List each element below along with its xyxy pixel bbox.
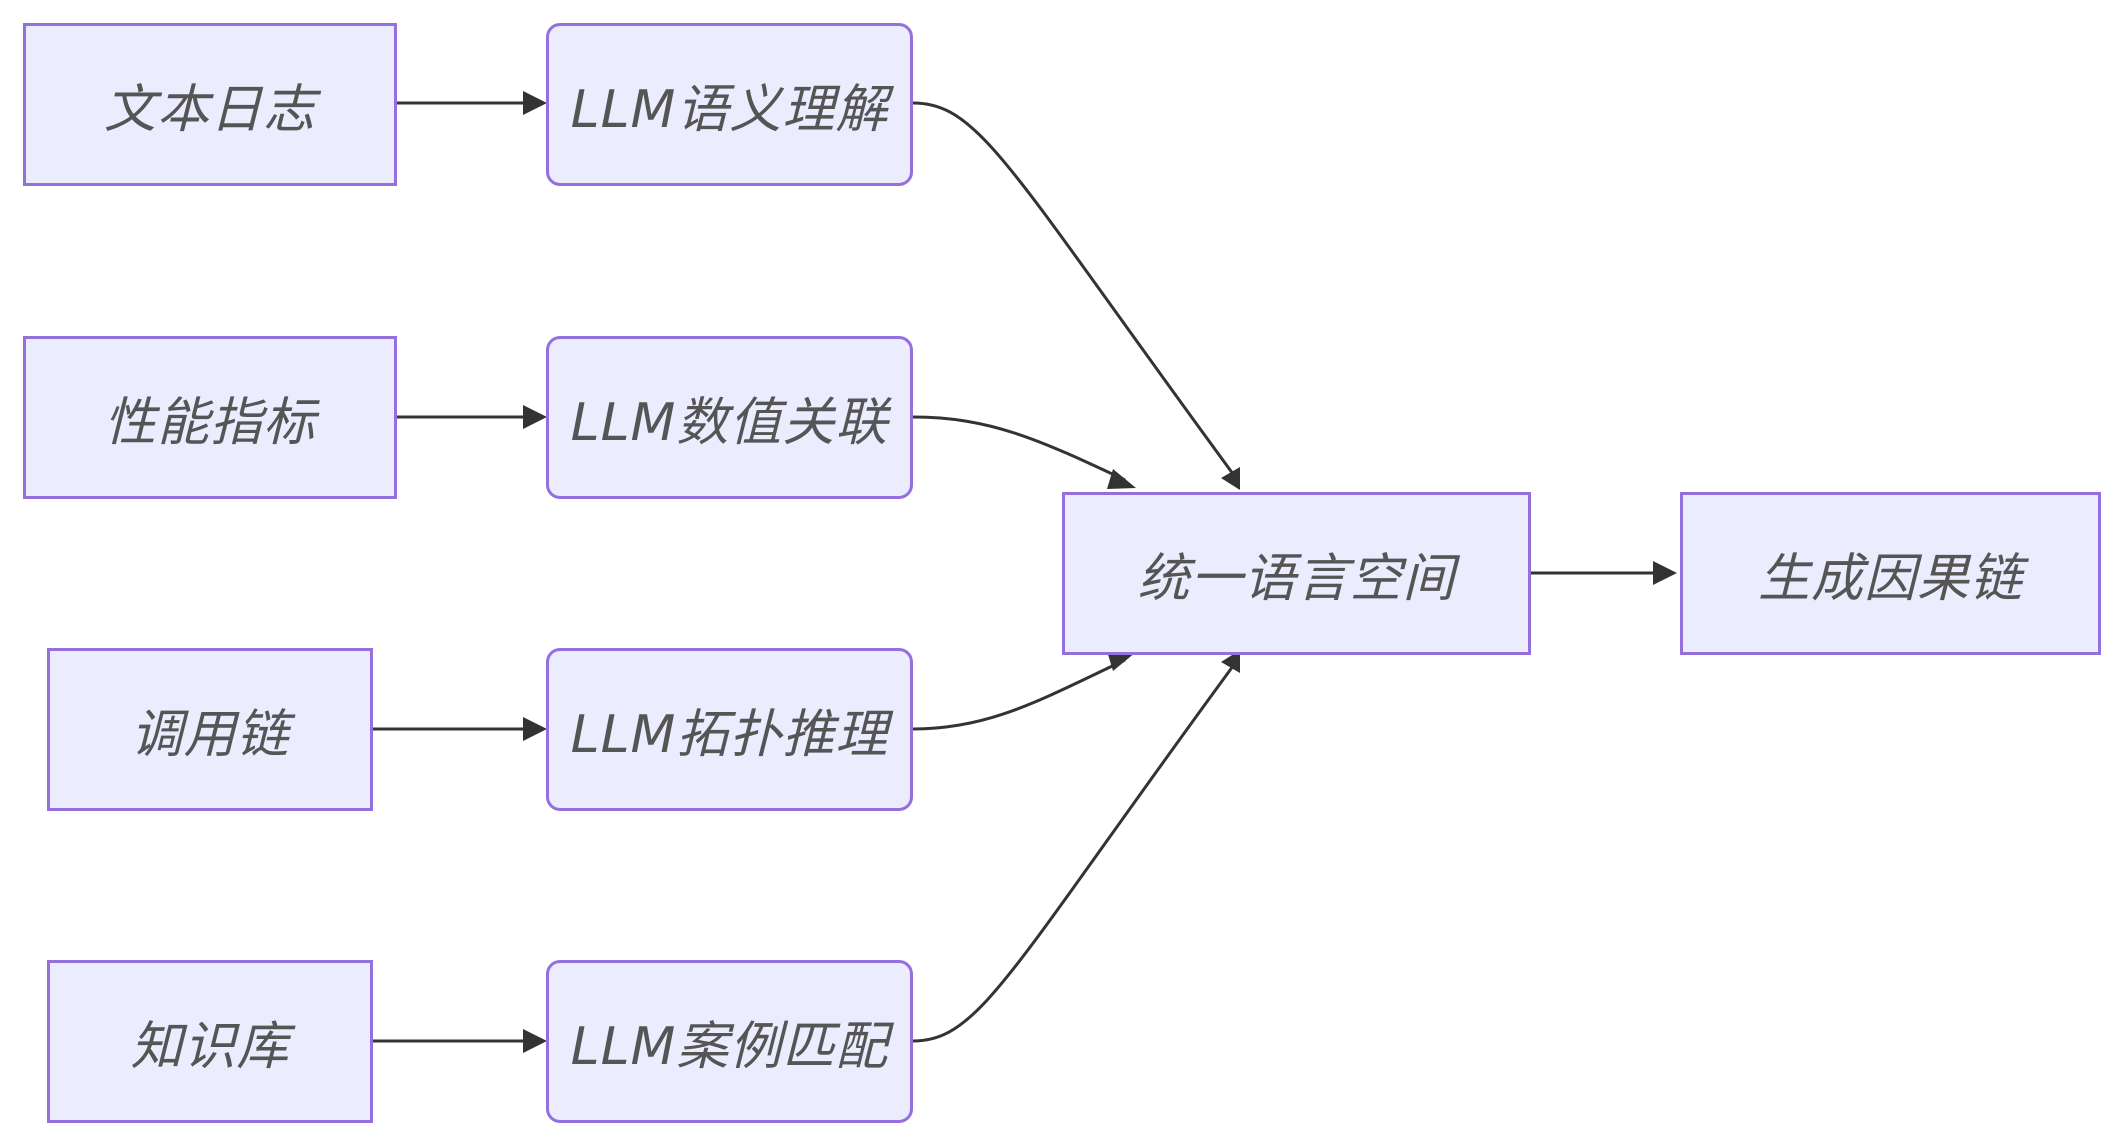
edge-llm-case-to-unified	[912, 661, 1238, 1043]
arrowhead-llm-numeric	[523, 405, 547, 429]
node-call-chain-label: 调用链	[130, 705, 290, 765]
arrowhead-causal-chain	[1653, 561, 1677, 585]
edge-llm-numeric-to-unified	[912, 415, 1126, 482]
arrowhead-unified-from-topology	[1107, 651, 1136, 671]
arrowhead-llm-case	[523, 1029, 547, 1053]
node-knowledge-base-label: 知识库	[130, 1017, 290, 1077]
node-llm-case: LLM案例匹配	[546, 960, 913, 1123]
arrowhead-unified-from-semantic	[1221, 467, 1240, 490]
node-perf-metrics-label: 性能指标	[103, 393, 316, 453]
node-llm-numeric-label: LLM数值关联	[570, 393, 889, 453]
arrowhead-llm-topology	[523, 717, 547, 741]
node-llm-numeric: LLM数值关联	[546, 336, 913, 499]
node-text-logs-label: 文本日志	[103, 80, 316, 140]
node-knowledge-base: 知识库	[47, 960, 373, 1123]
node-call-chain: 调用链	[47, 648, 373, 811]
node-llm-topology: LLM拓扑推理	[546, 648, 913, 811]
node-llm-semantic: LLM语义理解	[546, 23, 913, 186]
node-causal-chain-label: 生成因果链	[1757, 549, 2023, 609]
node-perf-metrics: 性能指标	[23, 336, 397, 499]
node-llm-semantic-label: LLM语义理解	[570, 80, 889, 140]
node-unified-space: 统一语言空间	[1062, 492, 1531, 655]
arrowhead-unified-from-numeric	[1107, 469, 1136, 489]
arrowhead-unified-from-case	[1221, 650, 1240, 673]
node-llm-case-label: LLM案例匹配	[570, 1017, 889, 1077]
edge-llm-topology-to-unified	[912, 658, 1126, 731]
edge-llm-semantic-to-unified	[912, 101, 1238, 479]
arrowhead-llm-semantic	[523, 91, 547, 115]
node-llm-topology-label: LLM拓扑推理	[570, 705, 889, 765]
node-causal-chain: 生成因果链	[1680, 492, 2101, 655]
node-text-logs: 文本日志	[23, 23, 397, 186]
node-unified-space-label: 统一语言空间	[1137, 549, 1456, 609]
